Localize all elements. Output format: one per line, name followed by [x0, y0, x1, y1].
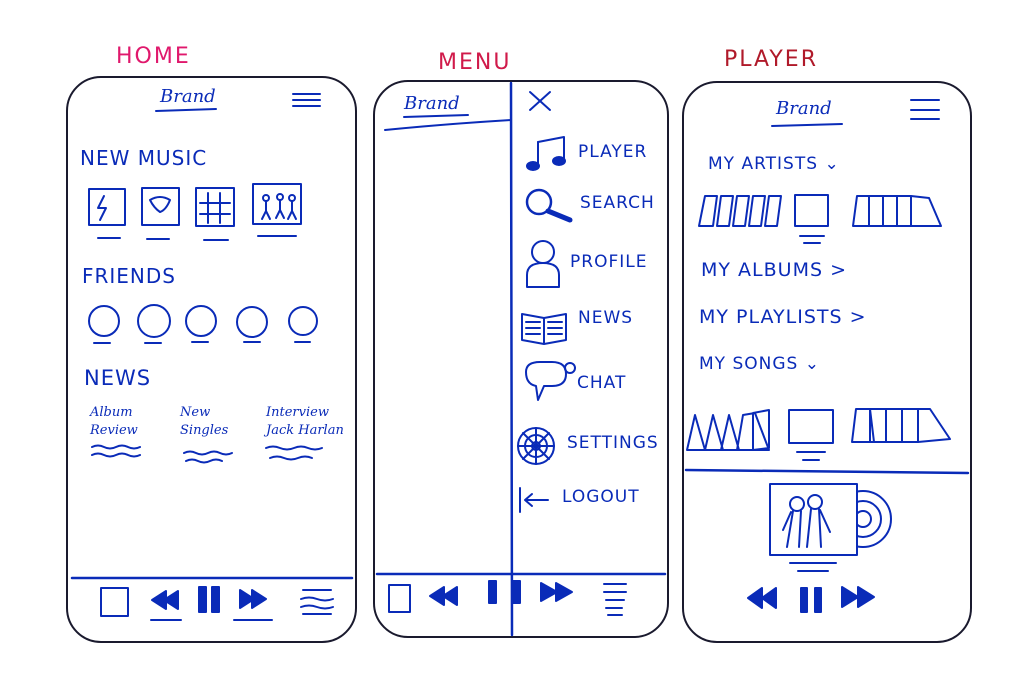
menu-item-logout[interactable]: LOGOUT [562, 487, 640, 507]
player-hamburger-icon[interactable] [910, 99, 940, 120]
menu-item-news[interactable]: NEWS [578, 308, 634, 328]
menu-item-chat[interactable]: CHAT [577, 373, 627, 393]
home-rewind-button[interactable] [151, 590, 179, 610]
home-queue-icon[interactable] [300, 589, 334, 615]
home-friend-avatar[interactable] [236, 306, 268, 343]
menu-brand-logo: Brand [404, 93, 460, 114]
player-my-artists-section[interactable]: MY ARTISTS ⌄ [708, 154, 840, 174]
home-new-music-tile[interactable] [88, 188, 126, 239]
player-my-artists-label: MY ARTISTS [708, 154, 819, 174]
menu-logout-icon [519, 487, 549, 513]
home-brand-logo: Brand [160, 86, 216, 107]
player-fast-forward-button[interactable] [841, 586, 875, 608]
home-screen-title: HOME [116, 44, 191, 69]
home-fast-forward-button[interactable] [239, 589, 267, 609]
player-my-playlists-section[interactable]: MY PLAYLISTS > [699, 306, 867, 328]
home-news-item[interactable]: Album Review [90, 405, 138, 438]
menu-news-icon [521, 313, 567, 345]
home-new-music-tile[interactable] [141, 187, 180, 240]
menu-item-settings[interactable]: SETTINGS [567, 433, 659, 453]
home-friend-avatar[interactable] [88, 305, 120, 344]
player-songs-carousel[interactable] [686, 408, 951, 461]
menu-item-player[interactable]: PLAYER [578, 142, 648, 162]
menu-settings-icon [517, 427, 555, 465]
menu-pause-button[interactable] [488, 580, 521, 604]
home-pause-button[interactable] [198, 586, 220, 613]
menu-item-profile[interactable]: PROFILE [570, 252, 648, 272]
player-brand-logo: Brand [776, 98, 832, 119]
menu-screen-title: MENU [438, 50, 512, 75]
menu-stop-button[interactable] [388, 584, 411, 613]
player-rewind-button[interactable] [747, 587, 777, 609]
home-friends-heading: FRIENDS [82, 264, 176, 288]
chevron-down-icon: ⌄ [804, 354, 820, 374]
home-new-music-tile[interactable] [195, 187, 235, 241]
home-friend-avatar[interactable] [137, 304, 171, 344]
home-friend-avatar[interactable] [288, 306, 318, 343]
home-new-music-tile[interactable] [252, 183, 302, 237]
player-now-playing-album[interactable] [769, 483, 892, 556]
menu-chat-icon [525, 361, 576, 401]
menu-queue-icon[interactable] [603, 583, 627, 616]
menu-note-icon [526, 136, 566, 171]
player-my-playlists-label: MY PLAYLISTS [699, 306, 843, 328]
player-my-songs-section[interactable]: MY SONGS ⌄ [699, 354, 820, 374]
menu-phone-frame [373, 80, 669, 638]
home-new-music-heading: NEW MUSIC [80, 146, 208, 170]
chevron-down-icon: ⌄ [824, 154, 840, 174]
player-phone-frame [682, 81, 972, 643]
player-my-albums-section[interactable]: MY ALBUMS > [701, 259, 847, 281]
player-pause-button[interactable] [800, 587, 822, 613]
menu-close-icon[interactable] [529, 91, 551, 111]
home-news-heading: NEWS [84, 366, 152, 390]
chevron-right-icon: > [849, 306, 867, 328]
menu-profile-icon [526, 240, 560, 288]
menu-item-search[interactable]: SEARCH [580, 193, 655, 213]
player-my-songs-label: MY SONGS [699, 354, 799, 374]
menu-rewind-button[interactable] [429, 586, 458, 606]
home-friend-avatar[interactable] [185, 305, 217, 343]
home-news-item[interactable]: Interview Jack Harlan [266, 405, 344, 438]
home-hamburger-icon[interactable] [292, 93, 321, 107]
home-phone-frame [66, 76, 357, 643]
home-news-item[interactable]: New Singles [180, 405, 229, 438]
player-artists-carousel[interactable] [698, 194, 942, 244]
player-screen-title: PLAYER [724, 47, 818, 72]
player-my-albums-label: MY ALBUMS [701, 259, 824, 281]
chevron-right-icon: > [830, 259, 847, 281]
home-stop-button[interactable] [100, 587, 129, 617]
menu-fast-forward-button[interactable] [540, 582, 573, 602]
menu-search-icon [525, 188, 573, 223]
